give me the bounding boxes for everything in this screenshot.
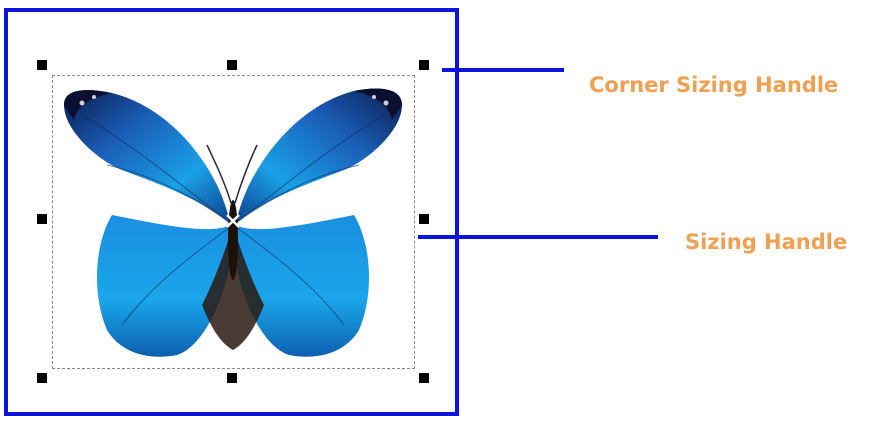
lower-left-wing: [96, 215, 230, 357]
sizing-handle-label: Sizing Handle: [685, 230, 848, 254]
wing-spot: [92, 95, 96, 99]
lower-right-wing: [236, 215, 370, 357]
sizing-handle-callout-line: [418, 235, 658, 239]
selection-outline: [52, 75, 415, 369]
wing-spot: [372, 95, 376, 99]
wing-spot: [383, 100, 389, 106]
butterfly-antenna-right: [234, 144, 258, 204]
corner-sizing-handle-bottom-right[interactable]: [419, 373, 429, 383]
wing-veins: [81, 114, 385, 326]
butterfly-antenna-left: [206, 144, 232, 204]
wing-edge-left: [64, 90, 112, 120]
corner-sizing-handle-top-left[interactable]: [37, 60, 47, 70]
sizing-handle-right[interactable]: [419, 214, 429, 224]
wing-edge-right: [354, 88, 402, 120]
upper-right-wing: [236, 88, 402, 223]
corner-sizing-handle-label: Corner Sizing Handle: [589, 73, 839, 97]
butterfly-image[interactable]: [52, 75, 415, 369]
canvas-frame: [4, 8, 459, 416]
sizing-handle-top[interactable]: [227, 60, 237, 70]
wing-base-shading: [202, 225, 264, 350]
corner-handle-callout-line: [442, 68, 564, 72]
sizing-handle-left[interactable]: [37, 214, 47, 224]
sizing-handle-bottom[interactable]: [227, 373, 237, 383]
corner-sizing-handle-bottom-left[interactable]: [37, 373, 47, 383]
center-move-marker[interactable]: [226, 214, 240, 228]
wing-spot: [79, 100, 85, 106]
corner-sizing-handle-top-right[interactable]: [419, 60, 429, 70]
